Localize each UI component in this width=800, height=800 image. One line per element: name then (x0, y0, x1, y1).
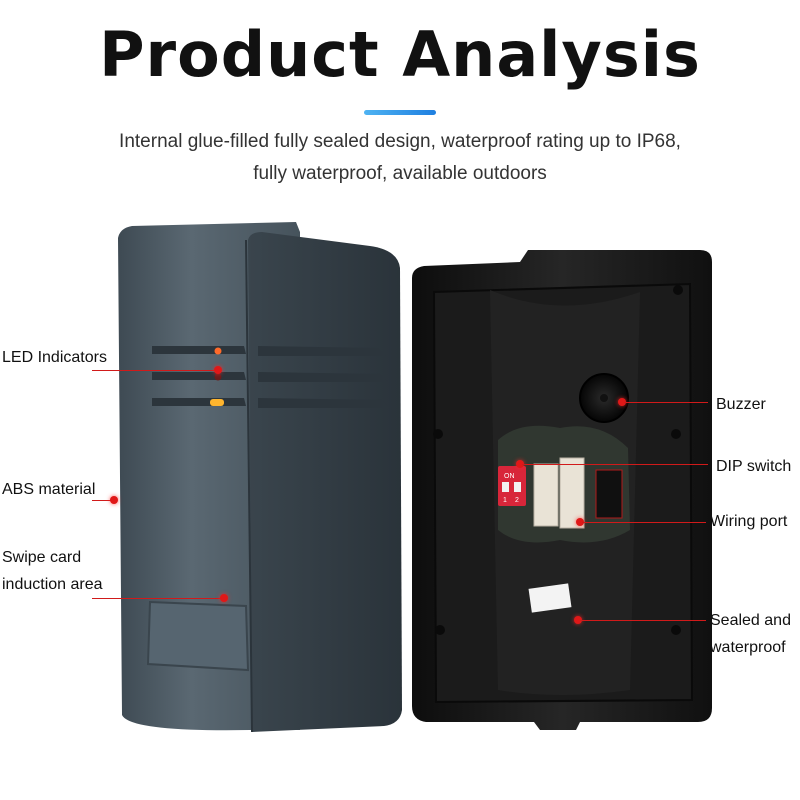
open-back-case: ON 1 2 (412, 250, 712, 730)
subtitle: Internal glue-filled fully sealed design… (0, 126, 800, 190)
label-dip-switch: DIP switch (716, 458, 792, 475)
callout-dot-sealed (574, 616, 582, 624)
wiring-connector-2 (559, 457, 585, 529)
wiring-connector-1 (533, 463, 559, 527)
label-wiring-port: Wiring port (710, 513, 788, 530)
dip-switch-pin1: 1 (503, 497, 507, 504)
label-abs-material: ABS material (2, 481, 96, 498)
card-reader-front (118, 222, 402, 733)
callout-dot-dip (516, 460, 524, 468)
callout-dot-wiring (576, 518, 584, 526)
callout-line-buzzer (624, 402, 708, 403)
label-sealed-line-1: Sealed and (710, 612, 791, 629)
callout-line-led (92, 370, 218, 371)
subtitle-line-1: Internal glue-filled fully sealed design… (119, 131, 681, 152)
subtitle-line-2: fully waterproof, available outdoors (253, 163, 547, 184)
terminal-block (595, 469, 623, 519)
callout-line-sealed (580, 620, 706, 621)
label-swipe-line-1: Swipe card (2, 549, 82, 566)
label-swipe-card: Swipe card induction area (2, 544, 103, 598)
label-led-indicators: LED Indicators (2, 349, 107, 366)
callout-line-abs (92, 500, 114, 501)
callout-dot-abs (110, 496, 118, 504)
swipe-card-pad (146, 600, 250, 672)
page-title: Product Analysis (99, 18, 701, 91)
dip-switch-body (498, 466, 526, 506)
label-sealed-waterproof: Sealed and waterproof (710, 607, 791, 661)
reader-right-face (248, 232, 402, 732)
led-amber (210, 399, 224, 406)
callout-line-swipe (92, 598, 222, 599)
callout-dot-swipe (220, 594, 228, 602)
label-buzzer: Buzzer (716, 396, 766, 413)
callout-dot-buzzer (618, 398, 626, 406)
dip-switch-pin2: 2 (515, 497, 519, 504)
dip-switch-on-text: ON (504, 473, 515, 480)
title-accent-bar (364, 110, 436, 115)
led-off (214, 373, 222, 381)
callout-line-wiring (582, 522, 706, 523)
callout-dot-led (214, 366, 222, 374)
callout-line-dip (522, 464, 708, 465)
label-sticker (528, 583, 572, 613)
label-sealed-line-2: waterproof (710, 639, 786, 656)
label-swipe-line-2: induction area (2, 576, 103, 593)
led-red (214, 347, 222, 355)
screw-holes (433, 285, 683, 635)
